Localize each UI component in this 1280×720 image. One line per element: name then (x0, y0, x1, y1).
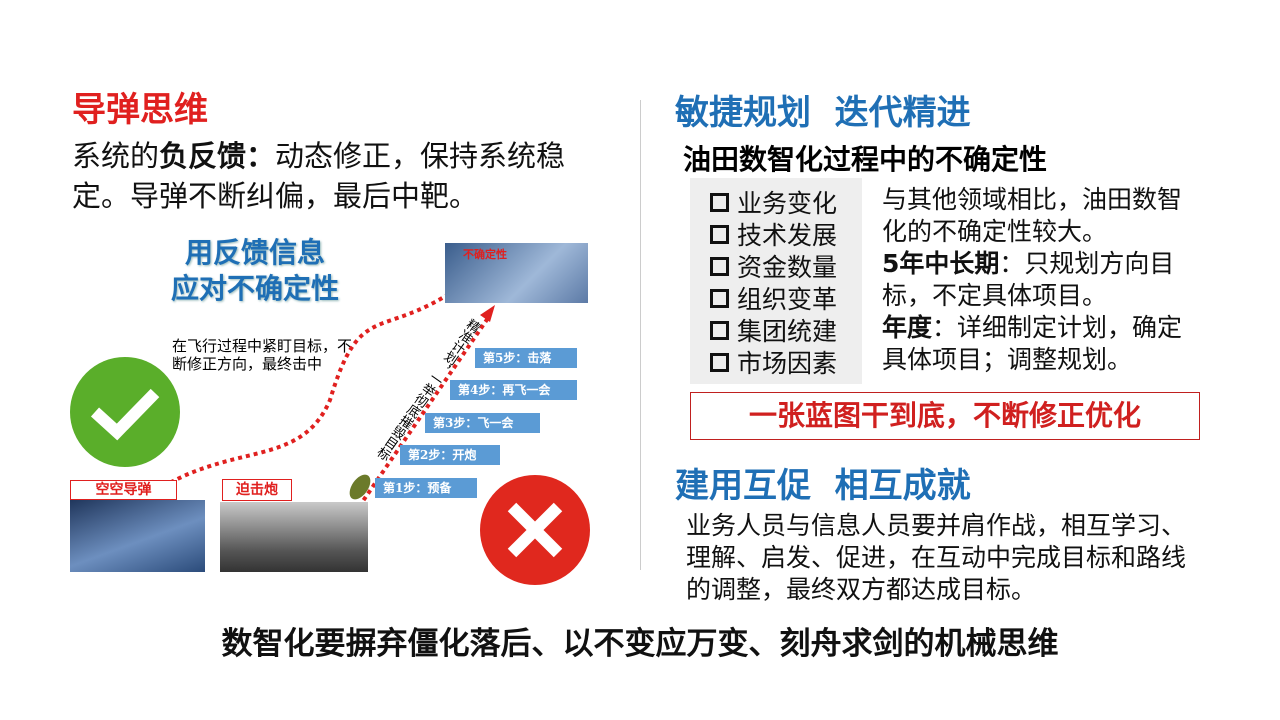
agile-title: 敏捷规划 迭代精进 (675, 93, 971, 133)
cross-icon (507, 502, 563, 558)
intro-bold: 负反馈： (159, 139, 276, 173)
checklist-item: 组织变革 (710, 284, 862, 316)
checklist-label: 组织变革 (737, 285, 838, 314)
checklist-label: 技术发展 (737, 221, 838, 250)
step-5: 第5步：击落 (475, 348, 577, 368)
checkbox-icon (710, 224, 729, 244)
checklist-label: 资金数量 (737, 253, 838, 282)
checkbox-icon (710, 288, 729, 308)
feedback-line2: 应对不确定性 (170, 272, 339, 305)
desc-long-term-label: 5年中长期 (882, 249, 1000, 278)
checklist-item: 业务变化 (710, 188, 862, 220)
uncertainty-description: 与其他领域相比，油田数智化的不确定性较大。 5年中长期：只规划方向目标，不定具体… (882, 184, 1197, 376)
checkbox-icon (710, 256, 729, 276)
check-icon (90, 388, 160, 441)
uncertainty-label: 不确定性 (463, 248, 507, 261)
checklist-item: 市场因素 (710, 348, 862, 380)
step-3: 第3步：飞一会 (425, 413, 540, 433)
intro-text: 系统的负反馈：动态修正，保持系统稳定。导弹不断纠偏，最后中靶。 (72, 136, 607, 216)
checkbox-icon (710, 320, 729, 340)
desc-general: 与其他领域相比，油田数智化的不确定性较大。 (882, 185, 1183, 246)
mortar-image (220, 502, 368, 572)
step-4: 第4步：再飞一会 (450, 380, 577, 400)
plan-arrowhead (480, 305, 495, 322)
missile-image (70, 500, 205, 572)
desc-annual-text: ：详细制定计划，确定具体项目；调整规划。 (882, 313, 1183, 374)
mortar-label: 迫击炮 (222, 479, 292, 501)
checklist-label: 业务变化 (737, 189, 838, 218)
missile-label: 空空导弹 (70, 480, 177, 500)
uncertainty-checklist: 业务变化 技术发展 资金数量 组织变革 集团统建 市场因素 (690, 178, 862, 384)
feedback-heading: 用反馈信息应对不确定性 (150, 235, 360, 307)
collaboration-text: 业务人员与信息人员要并肩作战，相互学习、理解、启发、促进，在互动中完成目标和路线… (686, 511, 1187, 604)
column-divider (640, 100, 641, 570)
checklist-item: 资金数量 (710, 252, 862, 284)
shell-icon (349, 474, 371, 500)
feedback-path (148, 288, 457, 497)
desc-long-term: 5年中长期：只规划方向目标，不定具体项目。 (882, 248, 1197, 312)
checklist-label: 集团统建 (737, 317, 838, 346)
checklist-item: 技术发展 (710, 220, 862, 252)
step-1: 第1步：预备 (375, 478, 477, 498)
desc-long-term-text: ：只规划方向目标，不定具体项目。 (882, 249, 1175, 310)
blueprint-banner: 一张蓝图干到底，不断修正优化 (690, 392, 1200, 440)
intro-prefix: 系统的 (72, 139, 160, 173)
trajectory-diagram (70, 284, 590, 585)
feedback-line1: 用反馈信息 (184, 236, 325, 269)
footer-statement: 数智化要摒弃僵化落后、以不变应万变、刻舟求剑的机械思维 (221, 626, 1059, 662)
checkbox-icon (710, 352, 729, 372)
checklist-item: 集团统建 (710, 316, 862, 348)
step-2: 第2步：开炮 (400, 445, 500, 465)
intro-rest: 动态修正，保持系统稳定。导弹不断纠偏，最后中靶。 (72, 139, 566, 213)
checkbox-icon (710, 192, 729, 212)
uncertainty-subtitle: 油田数智化过程中的不确定性 (683, 143, 1048, 176)
check-circle-icon (70, 357, 180, 467)
left-title: 导弹思维 (72, 90, 208, 130)
plan-path (348, 316, 490, 522)
flight-note: 在飞行过程中紧盯目标，不断修正方向，最终击中 (172, 337, 353, 373)
mutual-title: 建用互促 相互成就 (675, 466, 971, 506)
checklist-label: 市场因素 (737, 349, 838, 378)
desc-annual: 年度：详细制定计划，确定具体项目；调整规划。 (882, 312, 1197, 376)
jet-image: 不确定性 (445, 243, 588, 303)
desc-annual-label: 年度 (882, 313, 933, 342)
